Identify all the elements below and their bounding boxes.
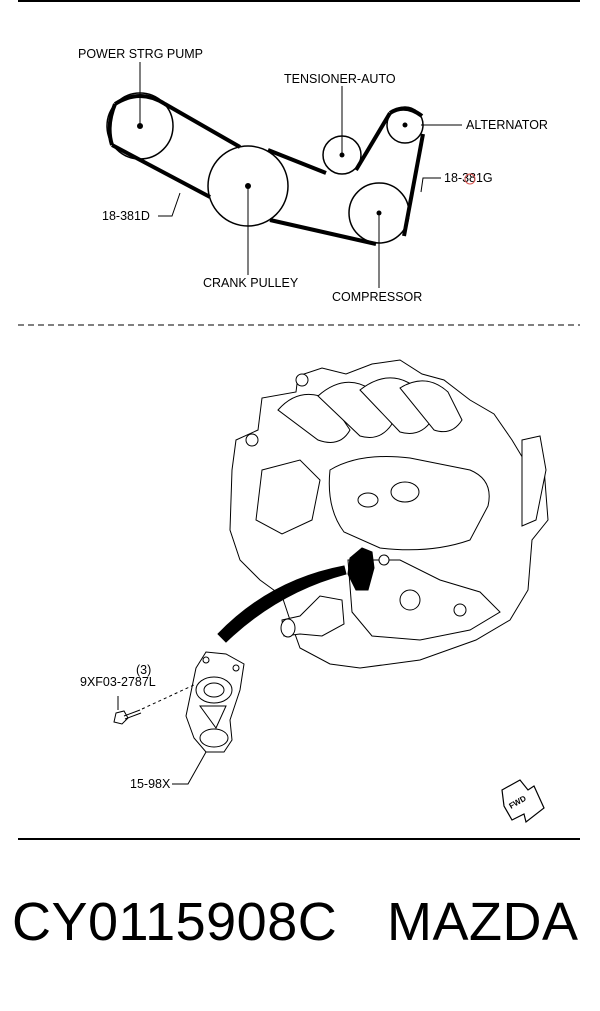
- belt-18-381d: [107, 94, 241, 199]
- label-alternator: ALTERNATOR: [466, 118, 548, 132]
- leader-15-98x: [172, 751, 207, 785]
- belt-18-381g: [267, 106, 425, 246]
- label-power-strg-pump: POWER STRG PUMP: [78, 47, 203, 61]
- label-part-18-381d: 18-381D: [102, 209, 150, 223]
- label-compressor: COMPRESSOR: [332, 290, 422, 304]
- label-bolt-qty: (3): [136, 663, 151, 677]
- belt-routing-diagram: POWER STRG PUMP TENSIONER-AUTO ALTERNATO…: [78, 47, 548, 304]
- label-tensioner-auto: TENSIONER-AUTO: [284, 72, 396, 86]
- belt-leader-lines: [139, 62, 462, 288]
- red-circle-mark: [464, 173, 476, 185]
- part-code: CY0115908C: [12, 892, 338, 952]
- fwd-arrow-icon: FWD: [501, 779, 545, 824]
- label-crank-pulley: CRANK PULLEY: [203, 276, 299, 290]
- engine-illustration: [217, 359, 549, 669]
- label-part-18-381g: 18-381G: [444, 171, 493, 185]
- bolt-icon: [113, 683, 197, 725]
- tensioner-assembly: [185, 651, 245, 753]
- label-tensioner-part: 15-98X: [130, 777, 171, 791]
- label-bolt-part: 9XF03-2787L: [80, 675, 156, 689]
- brand-name: MAZDA: [387, 892, 579, 952]
